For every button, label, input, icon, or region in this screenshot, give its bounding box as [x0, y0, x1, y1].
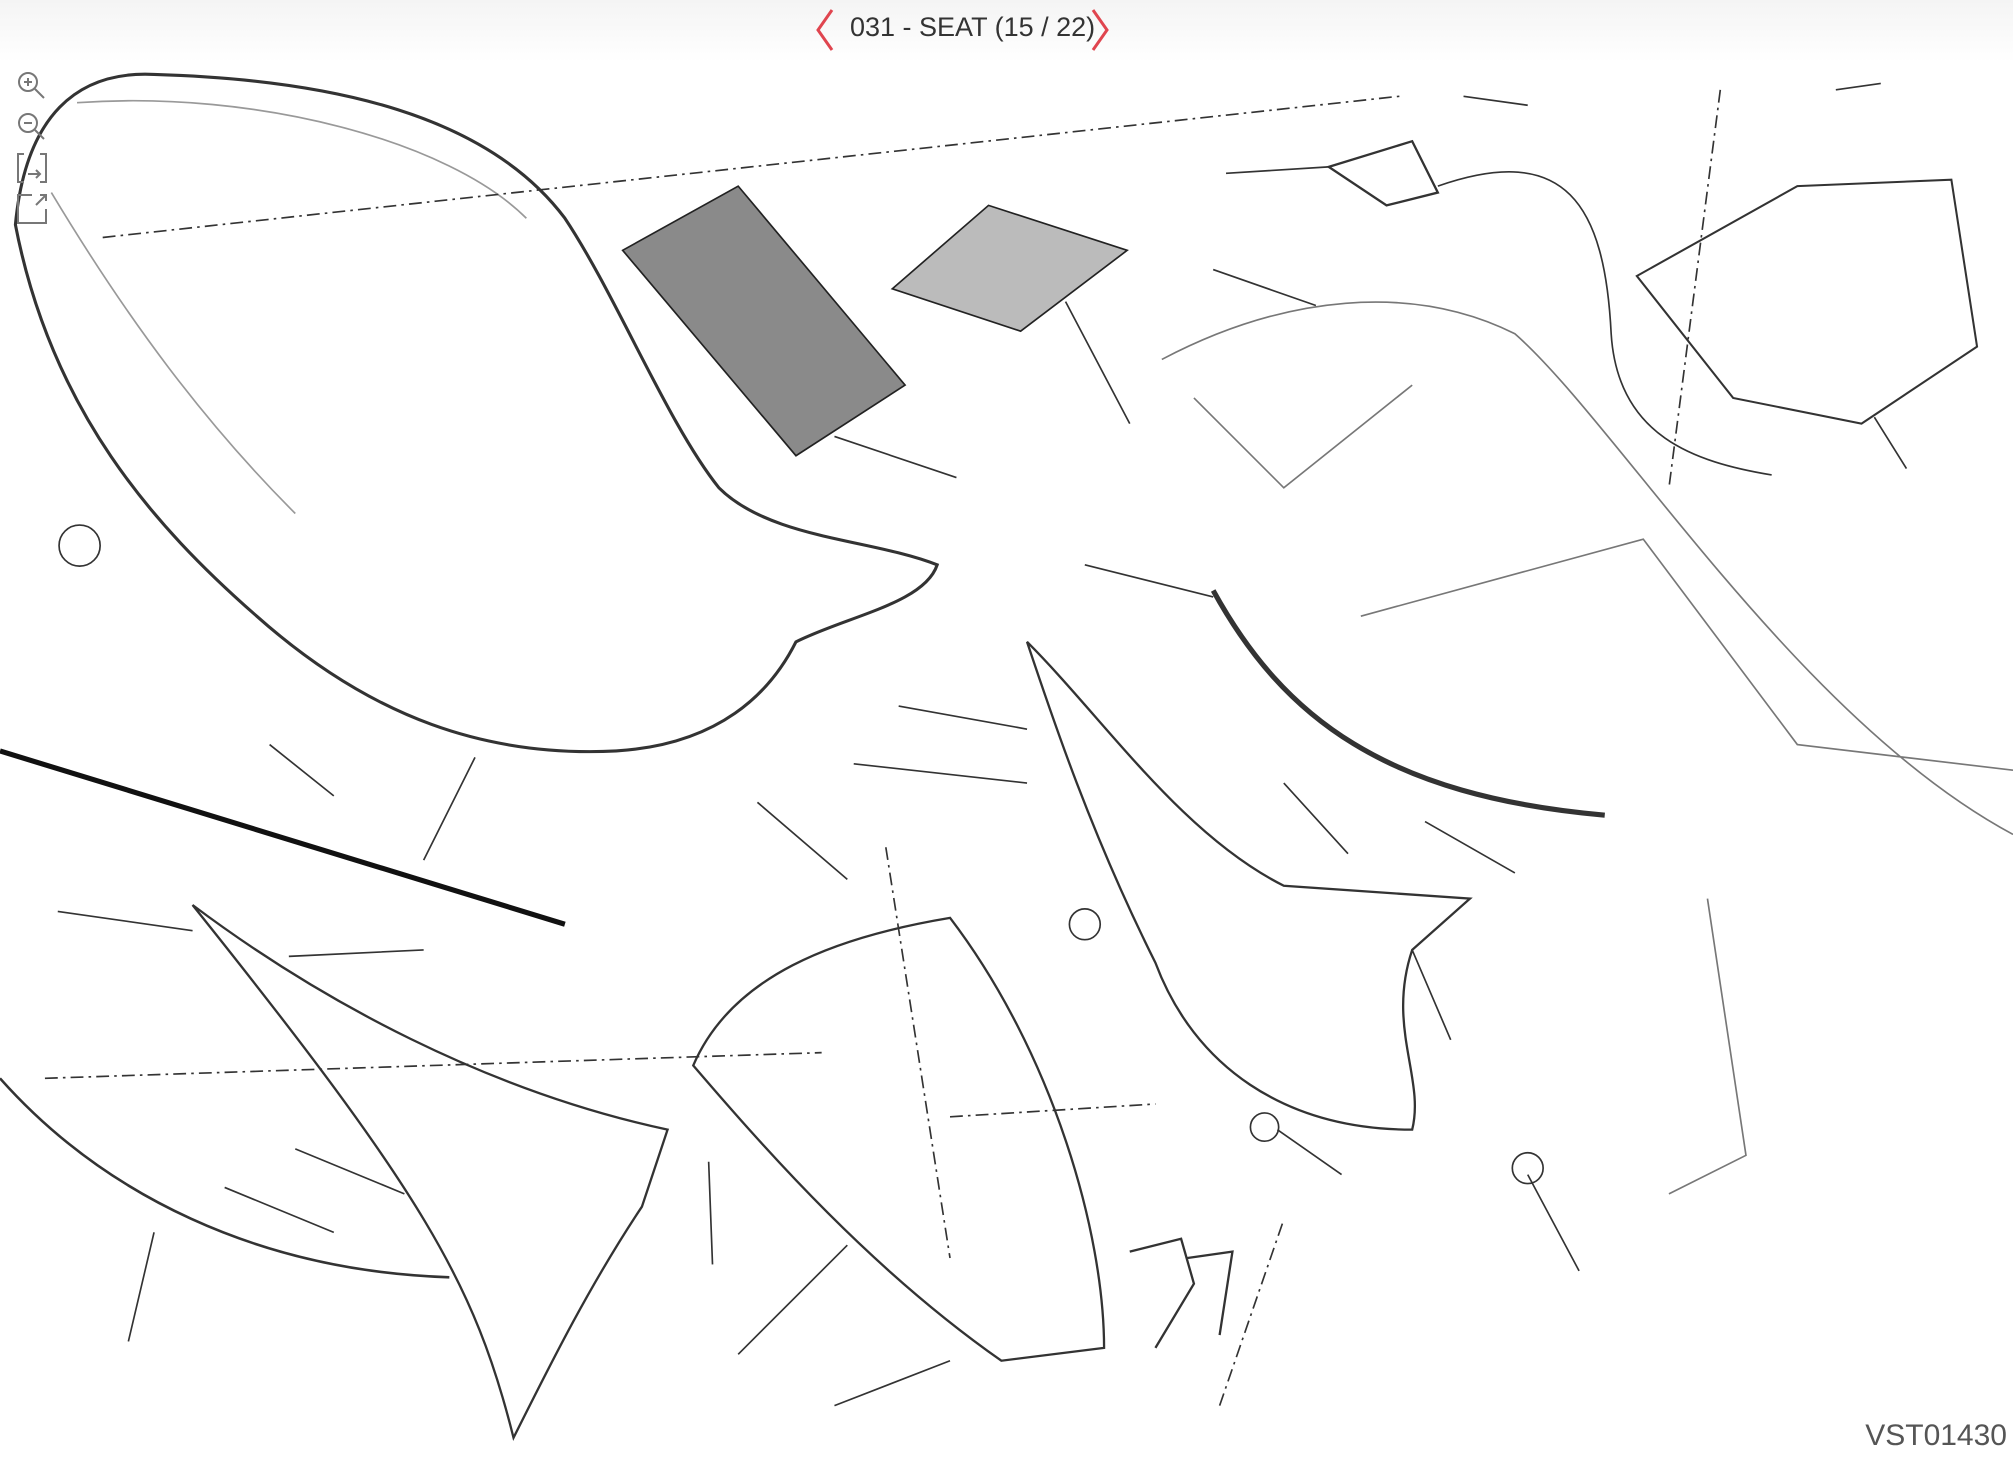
- battery-tray-part[interactable]: [1635, 178, 1979, 425]
- trim-strip-part[interactable]: [1210, 589, 1605, 818]
- tool-bag-part[interactable]: [621, 185, 907, 457]
- keys-part[interactable]: [1129, 1237, 1234, 1349]
- seat-strip-part[interactable]: [0, 748, 566, 927]
- chevron-left-icon: [816, 9, 834, 51]
- rear-subframe-part[interactable]: [1161, 301, 2013, 1195]
- zoom-out-icon: [18, 113, 45, 140]
- fullscreen-icon: [17, 194, 47, 224]
- left-side-panel-part[interactable]: [191, 904, 670, 1442]
- fit-to-screen-button[interactable]: [14, 150, 50, 186]
- fullscreen-button[interactable]: [14, 191, 50, 227]
- header-bar: 031 - SEAT (15 / 22): [0, 0, 2013, 62]
- previous-page-button[interactable]: [810, 6, 840, 54]
- seat-part[interactable]: [13, 72, 940, 754]
- fit-to-screen-icon: [17, 153, 47, 183]
- next-page-button[interactable]: [1085, 6, 1115, 54]
- seat-lock-part[interactable]: [1326, 139, 1440, 207]
- zoom-toolbar: [14, 68, 54, 232]
- zoom-in-icon: [18, 72, 45, 99]
- manual-part[interactable]: [890, 204, 1129, 333]
- drawing-code: VST01430: [1865, 1419, 2007, 1452]
- left-trim-part[interactable]: [0, 1077, 450, 1279]
- center-panel-part[interactable]: [691, 916, 1106, 1362]
- chevron-right-icon: [1091, 9, 1109, 51]
- page-title: 031 - SEAT (15 / 22): [850, 12, 1096, 42]
- zoom-in-button[interactable]: [14, 68, 50, 104]
- right-side-panel-part[interactable]: [1025, 641, 1473, 1131]
- zoom-out-button[interactable]: [14, 109, 50, 145]
